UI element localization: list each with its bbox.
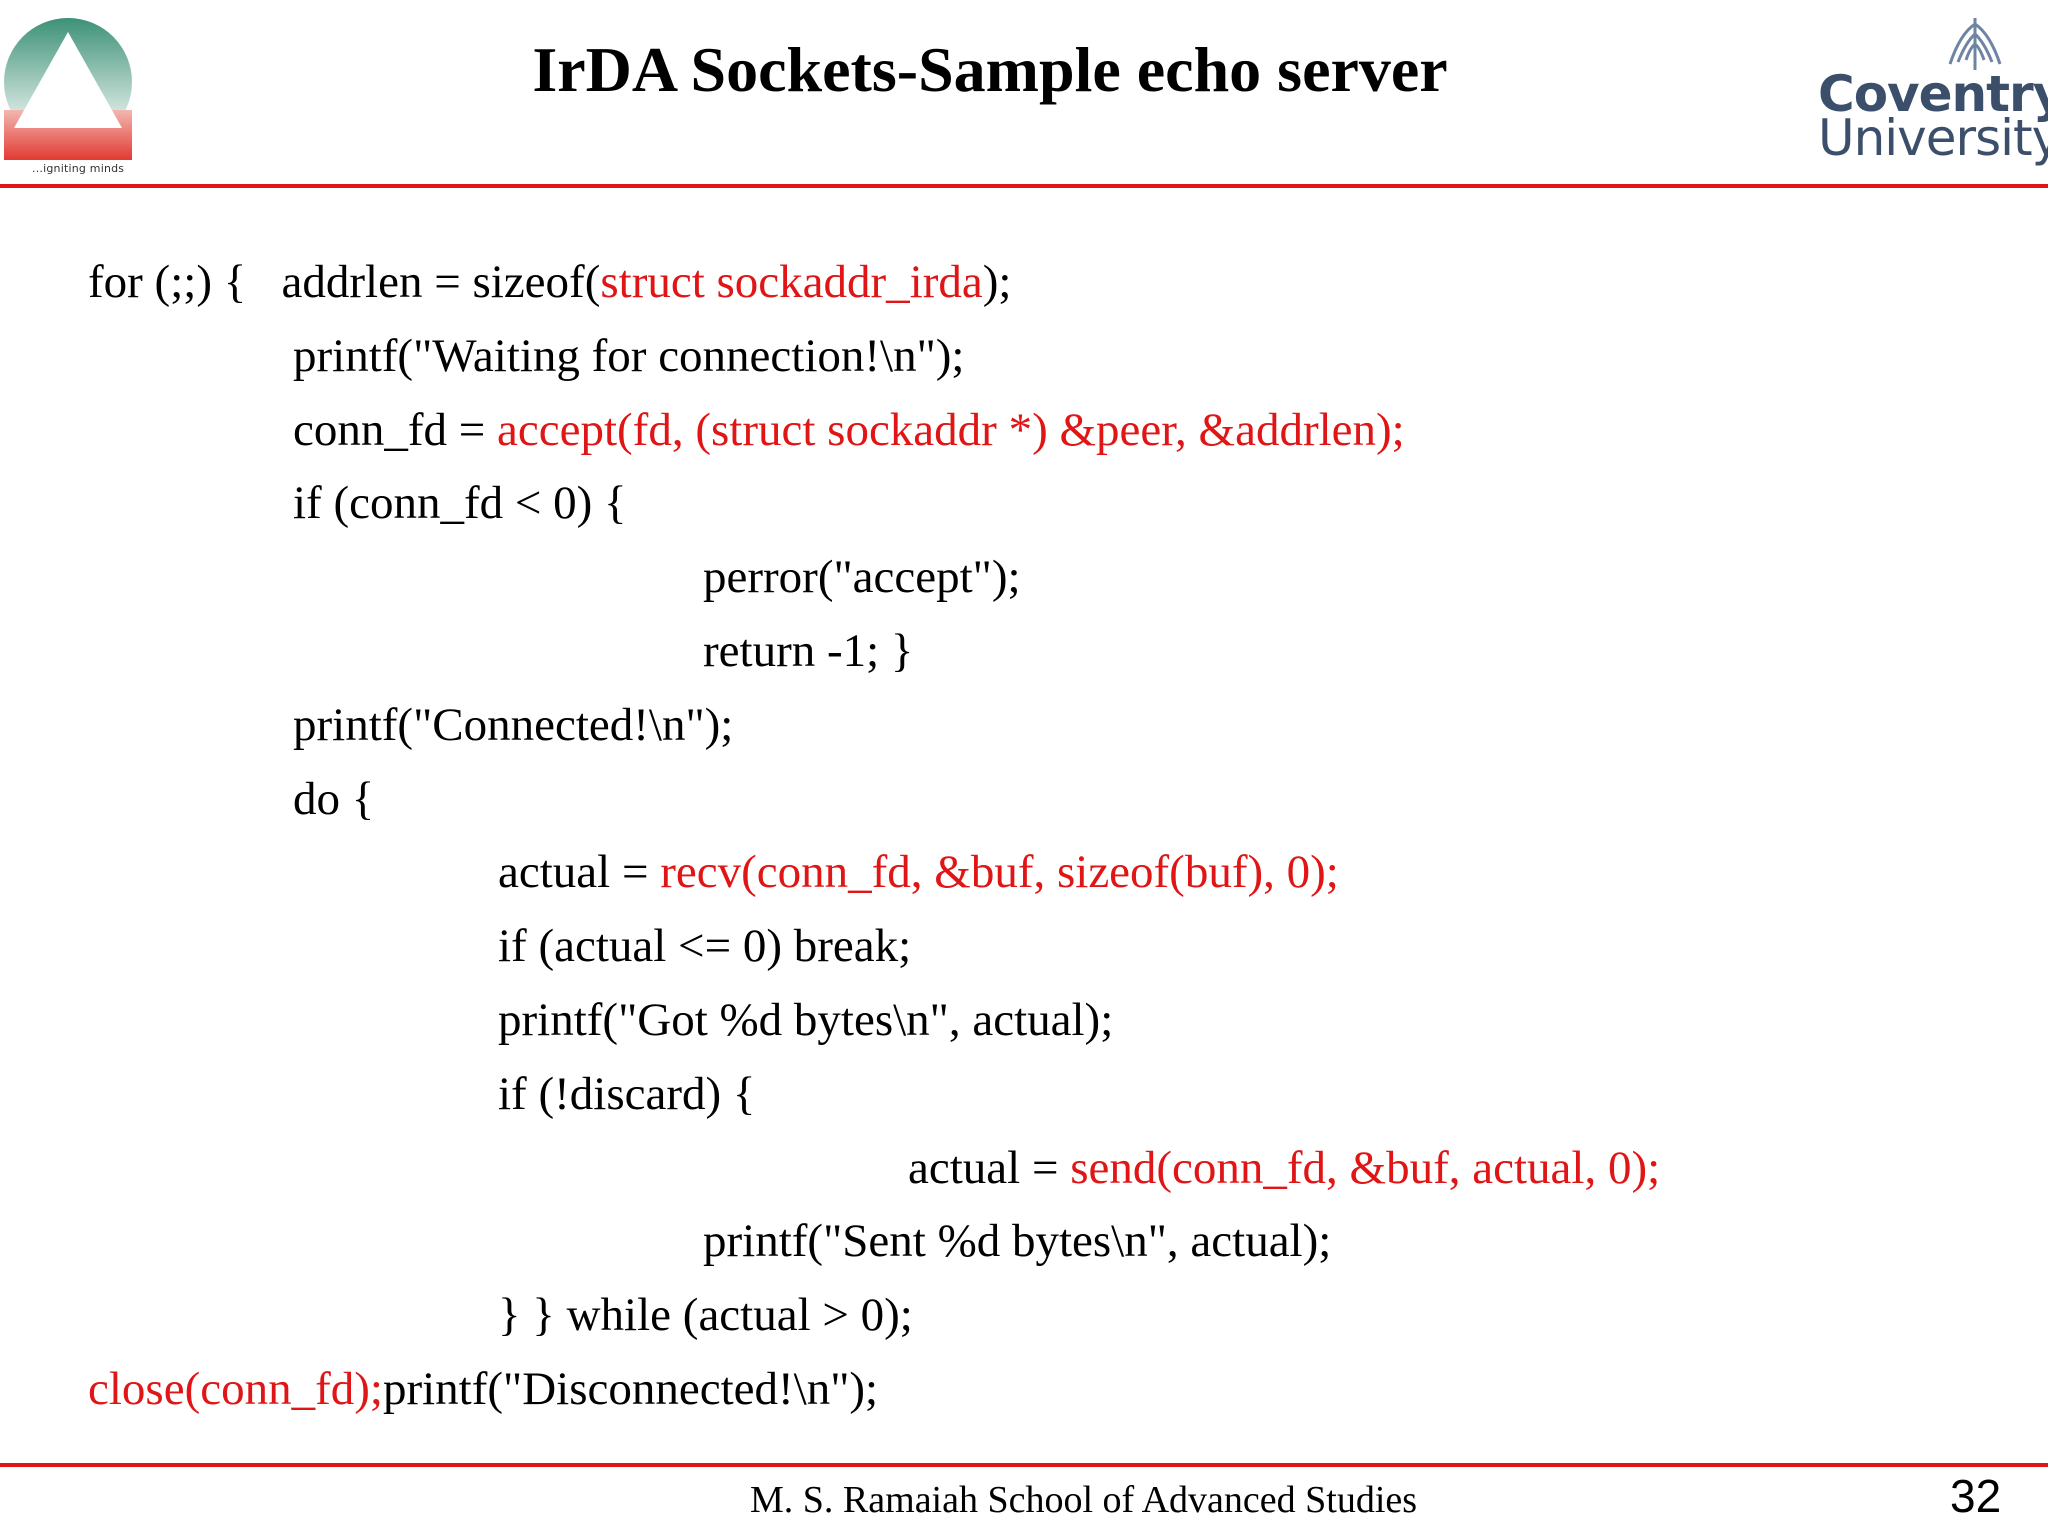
page-number: 32 — [1950, 1470, 2002, 1522]
code-line: printf("Got %d bytes\n", actual); — [498, 990, 1113, 1050]
code-line: for (;;) { addrlen = sizeof(struct socka… — [88, 252, 1011, 312]
msrsas-logo: ...igniting minds — [0, 10, 170, 180]
code-line: if (actual <= 0) break; — [498, 916, 911, 976]
code-highlight: recv(conn_fd, &buf, sizeof(buf), 0); — [660, 846, 1339, 898]
code-line: do { — [293, 769, 374, 829]
code-text: perror("accept"); — [703, 551, 1021, 603]
code-line: printf("Sent %d bytes\n", actual); — [703, 1211, 1331, 1271]
slide-title: IrDA Sockets-Sample echo server — [532, 34, 1448, 105]
code-line: actual = send(conn_fd, &buf, actual, 0); — [908, 1138, 1660, 1198]
code-text: do { — [293, 773, 375, 825]
university-name: Coventry University — [1818, 65, 2048, 167]
header-divider — [0, 184, 2048, 188]
crest-icon — [1948, 18, 2002, 70]
logo-tagline: ...igniting minds — [32, 162, 125, 175]
code-text: actual = — [908, 1142, 1071, 1194]
code-text: return -1; } — [703, 625, 914, 677]
code-highlight: accept(fd, (struct sockaddr *) &peer, &a… — [497, 404, 1405, 456]
code-text: ); — [982, 256, 1012, 308]
coventry-university-logo: Coventry University — [1800, 8, 2048, 178]
triangle-logo-icon — [4, 18, 132, 160]
code-line: if (conn_fd < 0) { — [293, 473, 627, 533]
code-text: } } while (actual > 0); — [498, 1289, 913, 1341]
code-text: printf("Connected!\n"); — [293, 699, 734, 751]
footer-institution: M. S. Ramaiah School of Advanced Studies — [750, 1479, 1418, 1521]
code-text: printf("Sent %d bytes\n", actual); — [703, 1215, 1332, 1267]
code-line: } } while (actual > 0); — [498, 1285, 913, 1345]
code-line: if (!discard) { — [498, 1064, 755, 1124]
code-text: printf("Waiting for connection!\n"); — [293, 330, 965, 382]
code-line: printf("Connected!\n"); — [293, 695, 733, 755]
code-highlight: struct sockaddr_irda — [600, 256, 983, 308]
code-text: printf("Got %d bytes\n", actual); — [498, 994, 1114, 1046]
code-text: conn_fd = — [293, 404, 498, 456]
code-text: for (;;) { addrlen = sizeof( — [88, 256, 601, 308]
code-highlight: close(conn_fd); — [88, 1363, 383, 1415]
code-line: printf("Waiting for connection!\n"); — [293, 326, 965, 386]
code-block: for (;;) { addrlen = sizeof(struct socka… — [88, 252, 1660, 1419]
code-line: perror("accept"); — [703, 547, 1021, 607]
code-text: if (actual <= 0) break; — [498, 920, 912, 972]
university-name-line1: Coventry — [1818, 65, 2048, 123]
code-text: if (!discard) { — [498, 1068, 756, 1120]
code-line: actual = recv(conn_fd, &buf, sizeof(buf)… — [498, 842, 1339, 902]
code-text: if (conn_fd < 0) { — [293, 477, 627, 529]
university-name-line2: University — [1818, 109, 2048, 167]
code-text: printf("Disconnected!\n"); — [382, 1363, 879, 1415]
code-line: return -1; } — [703, 621, 914, 681]
footer-divider — [0, 1463, 2048, 1467]
code-highlight: send(conn_fd, &buf, actual, 0); — [1070, 1142, 1661, 1194]
code-text: actual = — [498, 846, 661, 898]
code-line: conn_fd = accept(fd, (struct sockaddr *)… — [293, 400, 1405, 460]
code-line: close(conn_fd);printf("Disconnected!\n")… — [88, 1359, 878, 1419]
